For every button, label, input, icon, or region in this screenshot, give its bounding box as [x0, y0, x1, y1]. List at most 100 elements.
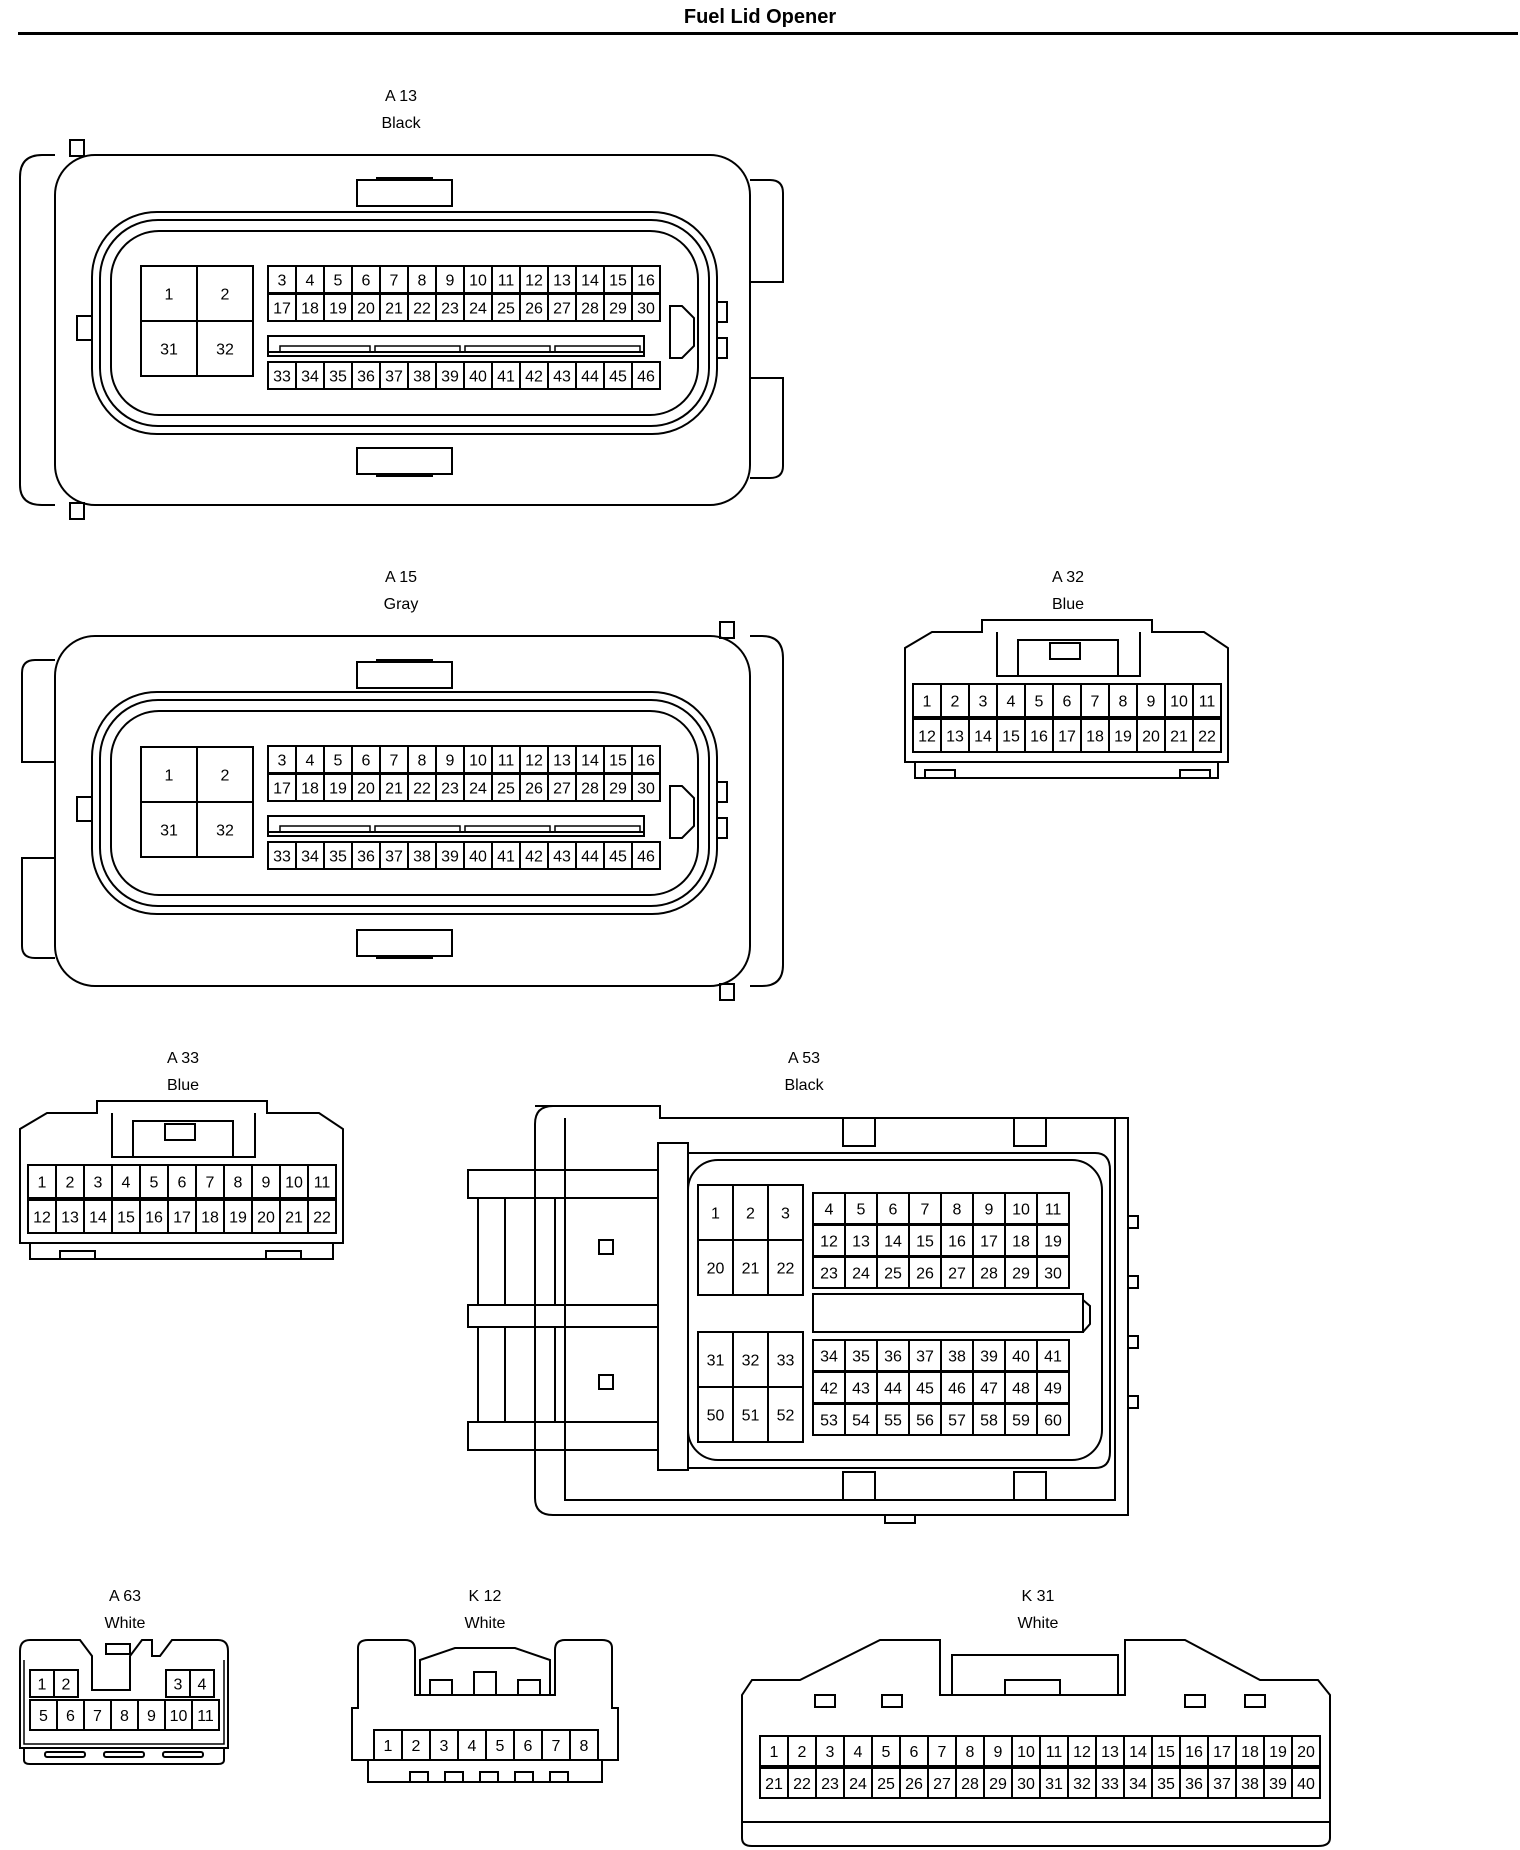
- pin-number: 8: [418, 272, 427, 289]
- pin-number: 39: [980, 1348, 998, 1365]
- pin-number: 18: [201, 1209, 219, 1226]
- pin-number: 19: [1114, 728, 1132, 745]
- pin-number: 26: [905, 1776, 923, 1793]
- pin-number: 4: [306, 272, 315, 289]
- pin-number: 20: [1297, 1744, 1315, 1761]
- connector-a13-id: A 13: [384, 88, 418, 105]
- pin-number: 38: [413, 848, 431, 865]
- pin-cavity: [191, 1699, 220, 1731]
- pin-number: 6: [362, 272, 371, 289]
- connector-k31-color: White: [1017, 1615, 1059, 1632]
- pin-number: 32: [216, 823, 234, 840]
- connector-a53-color: Black: [784, 1077, 824, 1094]
- pin-number: 52: [777, 1408, 795, 1425]
- pin-number: 5: [496, 1738, 505, 1755]
- connector-a13-label: A 13 Black: [301, 83, 501, 137]
- pin-number: 21: [385, 300, 403, 317]
- connector-k12-label: K 12 White: [385, 1583, 585, 1637]
- pin-number: 18: [301, 300, 319, 317]
- pin-number: 9: [994, 1744, 1003, 1761]
- pin-number: 29: [989, 1776, 1007, 1793]
- pin-number: 2: [221, 287, 230, 304]
- pin-number: 24: [469, 780, 487, 797]
- pin-cavity: [1036, 1403, 1070, 1436]
- pin-number: 1: [384, 1738, 393, 1755]
- pin-cavity: [631, 773, 661, 802]
- pin-number: 7: [552, 1738, 561, 1755]
- pin-number: 19: [1269, 1744, 1287, 1761]
- pin-number: 6: [1063, 693, 1072, 710]
- pin-number: 24: [852, 1265, 870, 1282]
- pin-number: 41: [497, 368, 515, 385]
- pin-number: 6: [910, 1744, 919, 1761]
- pin-number: 46: [637, 368, 655, 385]
- pin-number: 39: [1269, 1776, 1287, 1793]
- pin-number: 4: [198, 1676, 207, 1693]
- pin-number: 2: [746, 1206, 755, 1223]
- pin-number: 28: [961, 1776, 979, 1793]
- pin-number: 54: [852, 1412, 870, 1429]
- pin-number: 2: [66, 1174, 75, 1191]
- pin-number: 5: [882, 1744, 891, 1761]
- pin-number: 11: [314, 1174, 331, 1191]
- pin-cavity: [569, 1729, 599, 1761]
- pin-number: 36: [357, 848, 375, 865]
- pin-number: 60: [1044, 1412, 1062, 1429]
- pin-number: 16: [637, 752, 655, 769]
- pin-number: 2: [412, 1738, 421, 1755]
- pin-number: 23: [441, 780, 459, 797]
- pin-number: 8: [1119, 693, 1128, 710]
- pin-number: 15: [117, 1209, 135, 1226]
- pin-cavity: [767, 1386, 804, 1443]
- pin-number: 13: [946, 728, 964, 745]
- pin-number: 10: [1012, 1201, 1030, 1218]
- pin-number: 3: [94, 1174, 103, 1191]
- pin-number: 10: [285, 1174, 303, 1191]
- pin-number: 6: [524, 1738, 533, 1755]
- pin-number: 42: [525, 848, 543, 865]
- pin-number: 17: [173, 1209, 191, 1226]
- pin-number: 8: [418, 752, 427, 769]
- pin-number: 4: [1007, 693, 1016, 710]
- pin-number: 26: [525, 780, 543, 797]
- pin-number: 34: [1129, 1776, 1147, 1793]
- pin-number: 9: [446, 272, 455, 289]
- pin-number: 1: [711, 1206, 720, 1223]
- pin-number: 5: [150, 1174, 159, 1191]
- pin-number: 50: [707, 1408, 725, 1425]
- pin-number: 56: [916, 1412, 934, 1429]
- pin-number: 2: [221, 768, 230, 785]
- pin-number: 30: [1044, 1265, 1062, 1282]
- connector-k31-label: K 31 White: [938, 1583, 1138, 1637]
- pin-number: 35: [852, 1348, 870, 1365]
- pin-number: 23: [821, 1776, 839, 1793]
- pin-number: 44: [884, 1380, 902, 1397]
- pin-number: 22: [777, 1261, 795, 1278]
- connector-a32-label: A 32 Blue: [968, 564, 1168, 618]
- pin-number: 29: [609, 780, 627, 797]
- pin-number: 31: [707, 1353, 725, 1370]
- pin-number: 25: [877, 1776, 895, 1793]
- pin-number: 45: [916, 1380, 934, 1397]
- pin-number: 4: [854, 1744, 863, 1761]
- pin-number: 23: [820, 1265, 838, 1282]
- pin-number: 35: [329, 368, 347, 385]
- pin-number: 20: [707, 1261, 725, 1278]
- pin-number: 49: [1044, 1380, 1062, 1397]
- pin-number: 33: [777, 1353, 795, 1370]
- pin-number: 7: [938, 1744, 947, 1761]
- pin-number: 48: [1012, 1380, 1030, 1397]
- pin-number: 33: [273, 368, 291, 385]
- connector-a32-id: A 32: [1051, 569, 1085, 586]
- pin-number: 27: [948, 1265, 966, 1282]
- pin-number: 24: [469, 300, 487, 317]
- pin-number: 6: [178, 1174, 187, 1191]
- pin-number: 38: [1241, 1776, 1259, 1793]
- connector-a33-color: Blue: [166, 1077, 200, 1094]
- pin-number: 31: [160, 342, 178, 359]
- pin-number: 18: [1086, 728, 1104, 745]
